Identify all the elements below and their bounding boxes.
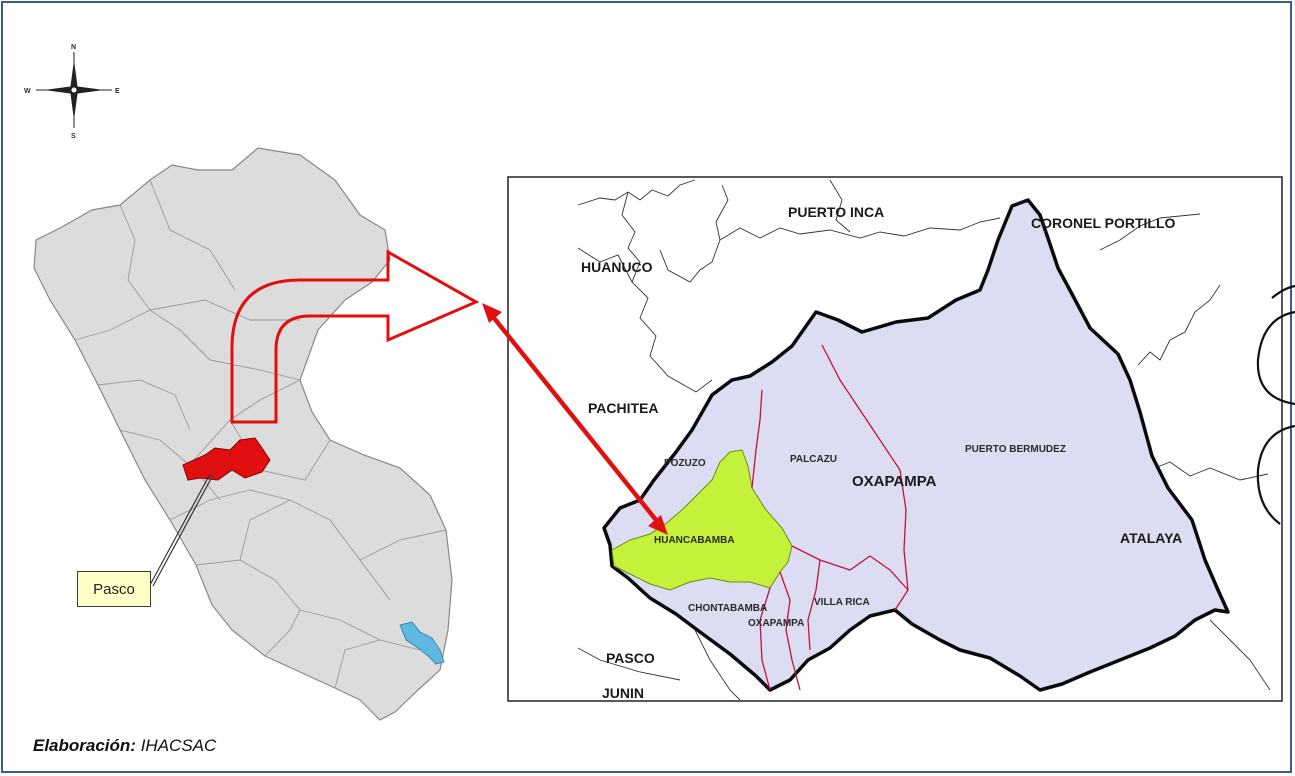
compass-east-label: E	[115, 88, 120, 95]
neighbor-label-junin: JUNIN	[602, 685, 644, 701]
neighbor-label-pachitea: PACHITEA	[588, 400, 659, 416]
pasco-callout-line	[149, 473, 211, 586]
credit-line: Elaboración: IHACSAC	[33, 736, 216, 756]
huancabamba-district-highlight	[611, 449, 793, 591]
district-label-chontabamba: CHONTABAMBA	[688, 603, 767, 614]
neighbor-label-coronel-portillo: CORONEL PORTILLO	[1031, 215, 1176, 231]
peru-outline	[33, 147, 453, 721]
pasco-region-highlight	[182, 437, 271, 481]
credit-value: IHACSAC	[140, 736, 217, 755]
pasco-label: Pasco	[93, 580, 135, 598]
district-label-pozuzo: POZUZO	[664, 458, 706, 469]
neighbor-label-huanuco: HUANUCO	[581, 259, 653, 275]
district-label-palcazu: PALCAZU	[790, 454, 837, 465]
neighbor-label-pasco: PASCO	[606, 650, 655, 666]
neighbor-label-puerto-inca: PUERTO INCA	[788, 204, 884, 220]
district-label-huancabamba: HUANCABAMBA	[654, 535, 735, 546]
zoom-arrow-icon	[230, 249, 480, 424]
neighbor-label-atalaya: ATALAYA	[1120, 530, 1182, 546]
double-arrow-icon	[482, 303, 668, 535]
compass-south-label: S	[71, 133, 76, 140]
district-label-puerto-bermudez: PUERTO BERMUDEZ	[965, 444, 1066, 455]
district-label-oxapampa: OXAPAMPA	[748, 618, 804, 629]
inset-map: PUERTO INCA CORONEL PORTILLO HUANUCO PAC…	[577, 179, 1271, 701]
pasco-label-box: Pasco	[77, 571, 151, 607]
lake-titicaca	[399, 621, 445, 665]
peru-map	[33, 147, 453, 721]
credit-label: Elaboración:	[33, 736, 136, 755]
compass-west-label: W	[24, 88, 31, 95]
province-label-oxapampa: OXAPAMPA	[852, 473, 937, 490]
right-edge-marks	[1256, 284, 1295, 525]
compass-north-label: N	[71, 44, 76, 51]
district-label-villa-rica: VILLA RICA	[814, 597, 870, 608]
compass-rose-icon: N S E W	[24, 44, 120, 140]
